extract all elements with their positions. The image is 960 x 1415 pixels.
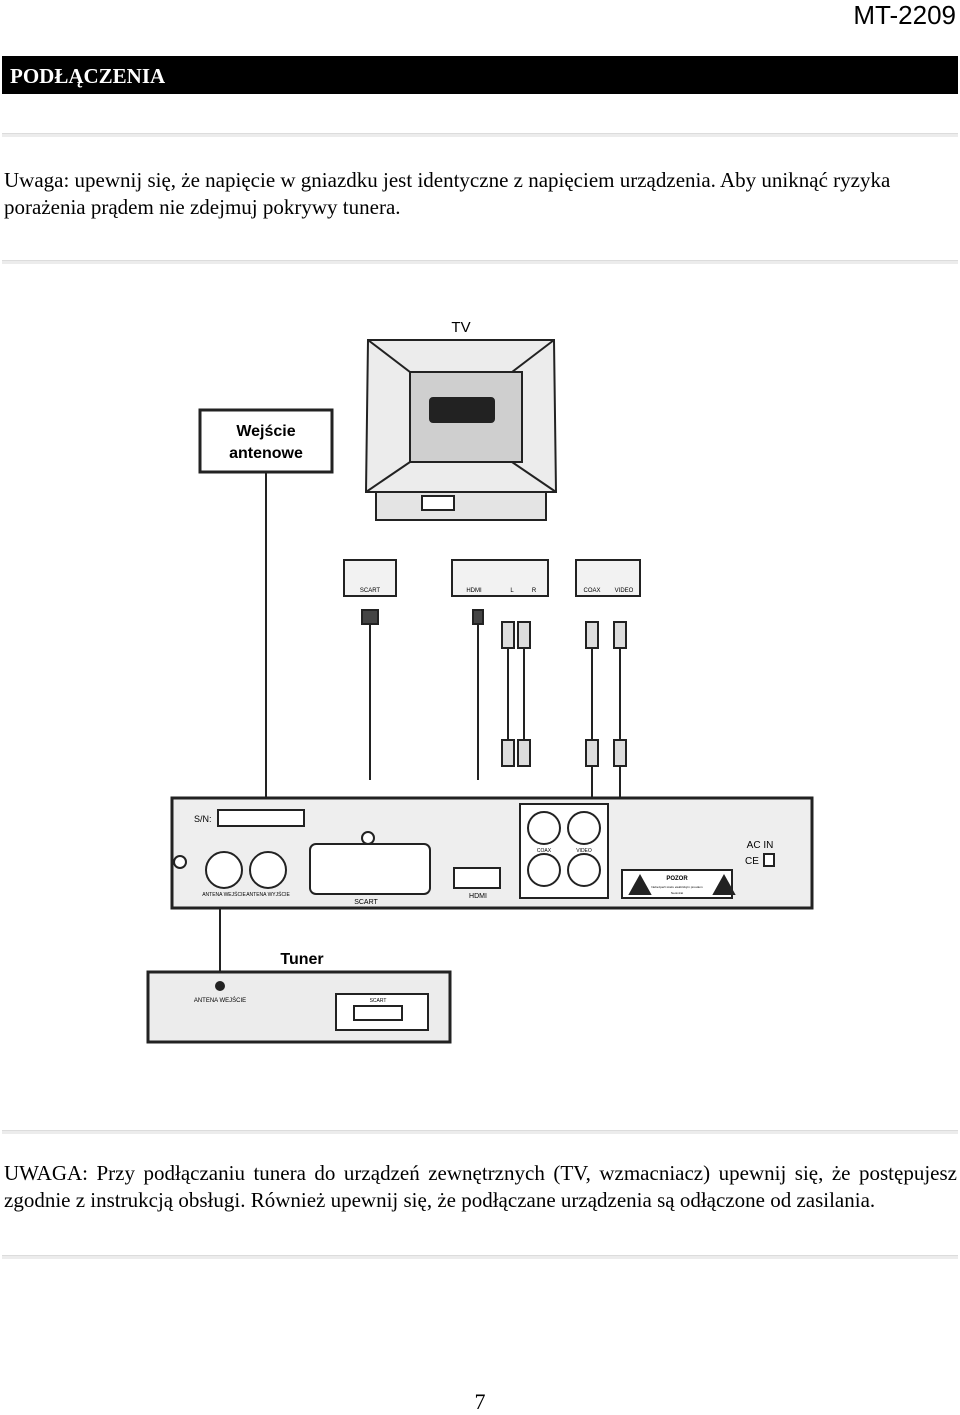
divider <box>2 260 958 264</box>
page-number: 7 <box>474 1389 486 1414</box>
divider <box>2 1255 958 1259</box>
tuner-antenna-label: ANTENA WEJŚCIE <box>194 996 246 1004</box>
divider <box>2 1130 958 1134</box>
antenna-box-line1: Wejście <box>236 423 295 440</box>
divider <box>2 133 958 137</box>
tv-illustration <box>364 339 558 521</box>
antenna-box-line2: antenowe <box>229 445 303 462</box>
warning-sub2: Neotvírat <box>671 891 683 895</box>
serial-number-label: S/N: <box>194 814 212 824</box>
warning-text-bottom: UWAGA: Przy podłączaniu tunera do urządz… <box>4 1161 957 1212</box>
port-l-label: L <box>510 588 514 594</box>
port-coax-label: COAX <box>583 588 600 594</box>
port-r-label: R <box>532 588 537 594</box>
warning-label: POZOR <box>666 876 688 882</box>
port-video-label: VIDEO <box>615 588 634 594</box>
hdmi-label: HDMI <box>469 893 487 900</box>
port-scart-label: SCART <box>360 588 381 594</box>
scart-label: SCART <box>354 899 378 906</box>
coax-label: COAX <box>537 848 552 854</box>
connection-diagram: TV Wejście antenowe SCART HDMI L R COAX … <box>146 319 814 1044</box>
video-label: VIDEO <box>576 848 592 854</box>
warning-text-top: Uwaga: upewnij się, że napięcie w gniazd… <box>4 168 891 219</box>
section-header: PODŁĄCZENIA <box>2 56 958 94</box>
model-number: MT-2209 <box>853 0 956 30</box>
port-hdmi-label: HDMI <box>466 588 482 594</box>
tv-label: TV <box>451 319 470 336</box>
ce-mark: CE <box>745 856 759 867</box>
warning-sub1: Nebezpečí úrazu elektrickým proudem <box>651 885 703 889</box>
tuner-label: Tuner <box>280 951 323 968</box>
section-title: PODŁĄCZENIA <box>10 64 166 88</box>
antenna-in-label: ANTENA WEJŚCIE <box>202 890 246 898</box>
tuner-scart-label: SCART <box>370 998 387 1004</box>
antenna-out-label: ANTENA WYJŚCIE <box>246 890 290 898</box>
ac-in-label: AC IN <box>747 840 774 851</box>
